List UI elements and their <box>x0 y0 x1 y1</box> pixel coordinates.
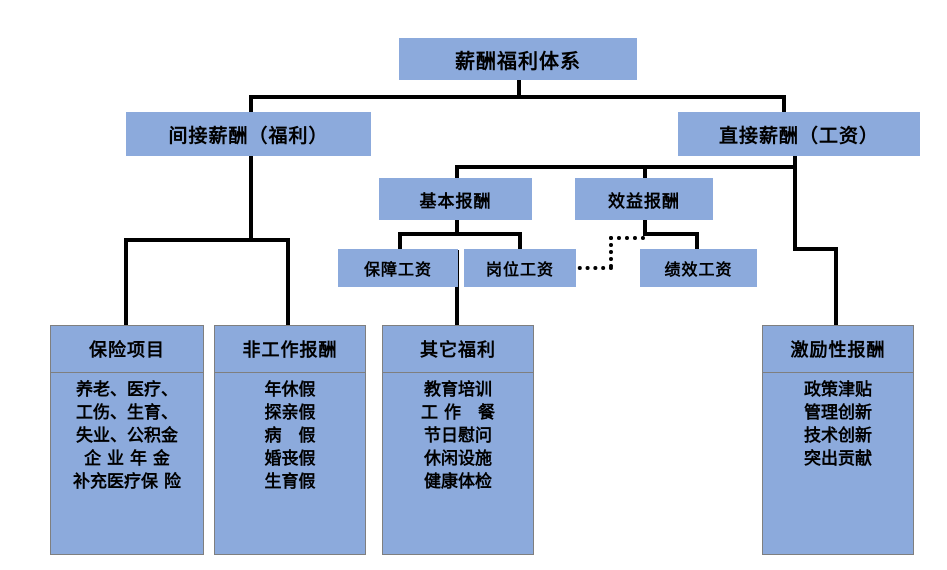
panel-line: 工 作 餐 <box>421 403 495 423</box>
connector-indirect-bar <box>124 238 290 242</box>
panel-line: 技术创新 <box>804 426 872 446</box>
panel-line: 企 业 年 金 <box>84 449 170 469</box>
panel-insurance-header: 保险项目 <box>51 326 203 373</box>
node-performance-label: 绩效工资 <box>664 260 733 279</box>
node-performance-wage[interactable]: 绩效工资 <box>640 249 757 287</box>
connector-direct-bar <box>455 165 797 169</box>
node-root[interactable]: 薪酬福利体系 <box>399 38 637 80</box>
panel-line: 病 假 <box>264 426 316 446</box>
dotted-connector-top-horizontal <box>609 236 645 240</box>
connector-basic-stem <box>455 219 459 235</box>
connector-root-stem <box>517 78 521 97</box>
panel-incentive-body: 政策津贴 管理创新 技术创新 突出贡献 <box>763 373 913 554</box>
connector-benefit-bar <box>643 232 699 236</box>
connector-direct-stem <box>793 155 797 250</box>
panel-line: 政策津贴 <box>804 380 872 400</box>
connector-to-insurance <box>124 238 128 326</box>
connector-basic-bar <box>398 232 522 236</box>
panel-line: 突出贡献 <box>804 449 872 469</box>
panel-line: 健康体检 <box>424 472 492 492</box>
node-post-label: 岗位工资 <box>485 260 554 279</box>
dotted-connector-vertical <box>609 236 613 268</box>
panel-non-work-body: 年休假 探亲假 病 假 婚丧假 生育假 <box>215 373 365 554</box>
node-direct-label: 直接薪酬（工资） <box>718 124 879 147</box>
node-benefit-label: 效益报酬 <box>608 191 680 212</box>
panel-line: 补充医疗保 险 <box>73 472 181 492</box>
node-benefit-pay[interactable]: 效益报酬 <box>575 178 713 220</box>
connector-to-direct <box>782 95 786 112</box>
node-guarantee-label: 保障工资 <box>363 260 432 279</box>
node-indirect-label: 间接薪酬（福利） <box>168 124 329 147</box>
node-direct-compensation[interactable]: 直接薪酬（工资） <box>678 112 920 156</box>
panel-line: 婚丧假 <box>264 449 316 469</box>
panel-line: 教育培训 <box>424 380 492 400</box>
panel-line: 工伤、生育、 <box>76 403 178 423</box>
connector-to-indirect <box>249 95 253 112</box>
panel-non-work-header: 非工作报酬 <box>215 326 365 373</box>
connector-benefit-stem <box>643 219 647 235</box>
connector-to-incentive <box>834 247 838 326</box>
connector-indirect-stem <box>249 155 253 240</box>
connector-to-guarantee <box>398 232 402 250</box>
panel-insurance-body: 养老、医疗、 工伤、生育、 失业、公积金 企 业 年 金 补充医疗保 险 <box>51 373 203 554</box>
panel-non-work-compensation[interactable]: 非工作报酬 年休假 探亲假 病 假 婚丧假 生育假 <box>214 325 366 555</box>
panel-line: 管理创新 <box>804 403 872 423</box>
panel-incentive-compensation[interactable]: 激励性报酬 政策津贴 管理创新 技术创新 突出贡献 <box>762 325 914 555</box>
node-basic-label: 基本报酬 <box>419 191 492 212</box>
node-basic-pay[interactable]: 基本报酬 <box>379 178 532 220</box>
connector-to-nonwork <box>286 238 290 326</box>
connector-to-post <box>518 232 522 250</box>
dotted-connector-post-horizontal <box>570 266 613 270</box>
connector-incentive-elbow <box>793 247 838 251</box>
connector-to-benefit <box>643 165 647 179</box>
panel-line: 养老、医疗、 <box>76 380 178 400</box>
node-root-label: 薪酬福利体系 <box>455 48 581 73</box>
panel-line: 生育假 <box>264 472 316 492</box>
connector-to-basic <box>455 165 459 179</box>
panel-line: 探亲假 <box>264 403 316 423</box>
connector-to-otherwelfare <box>455 250 459 326</box>
panel-incentive-header: 激励性报酬 <box>763 326 913 373</box>
panel-line: 节日慰问 <box>424 426 492 446</box>
panel-other-welfare-header: 其它福利 <box>383 326 533 373</box>
panel-line: 年休假 <box>264 380 316 400</box>
node-indirect-compensation[interactable]: 间接薪酬（福利） <box>126 112 371 156</box>
node-post-wage[interactable]: 岗位工资 <box>464 249 576 287</box>
panel-line: 休闲设施 <box>424 449 492 469</box>
panel-line: 失业、公积金 <box>76 426 178 446</box>
connector-root-bar <box>249 95 786 99</box>
node-guarantee-wage[interactable]: 保障工资 <box>338 249 458 287</box>
panel-other-welfare[interactable]: 其它福利 教育培训 工 作 餐 节日慰问 休闲设施 健康体检 <box>382 325 534 555</box>
panel-insurance[interactable]: 保险项目 养老、医疗、 工伤、生育、 失业、公积金 企 业 年 金 补充医疗保 … <box>50 325 204 555</box>
panel-other-welfare-body: 教育培训 工 作 餐 节日慰问 休闲设施 健康体检 <box>383 373 533 554</box>
connector-to-performance <box>695 232 699 250</box>
